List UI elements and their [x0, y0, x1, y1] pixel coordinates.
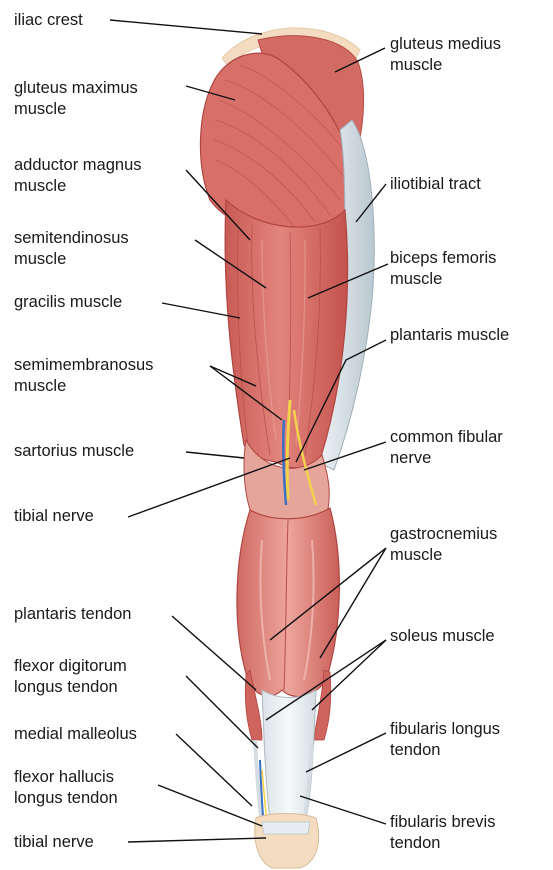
label-semitendinosus: semitendinosus muscle [14, 228, 129, 270]
label-tibial-nerve-upper: tibial nerve [14, 506, 94, 527]
label-gluteus-medius: gluteus medius muscle [390, 34, 501, 76]
gastrocnemius-shape [237, 508, 339, 697]
label-gluteus-maximus: gluteus maximus muscle [14, 78, 138, 120]
label-medial-malleolus: medial malleolus [14, 724, 137, 745]
label-gracilis: gracilis muscle [14, 292, 122, 313]
label-adductor-magnus: adductor magnus muscle [14, 155, 142, 197]
label-fibularis-brevis: fibularis brevis tendon [390, 812, 495, 854]
label-flexor-hallucis: flexor hallucis longus tendon [14, 767, 118, 809]
label-iliotibial-tract: iliotibial tract [390, 174, 481, 195]
thigh-shape [225, 200, 347, 468]
label-sartorius: sartorius muscle [14, 441, 134, 462]
label-fibularis-longus: fibularis longus tendon [390, 719, 500, 761]
label-biceps-femoris: biceps femoris muscle [390, 248, 496, 290]
label-semimembranosus: semimembranosus muscle [14, 355, 153, 397]
label-soleus: soleus muscle [390, 626, 495, 647]
label-plantaris-tendon: plantaris tendon [14, 604, 131, 625]
label-tibial-nerve-lower: tibial nerve [14, 832, 94, 853]
label-gastrocnemius: gastrocnemius muscle [390, 524, 497, 566]
label-common-fibular-nerve: common fibular nerve [390, 427, 503, 469]
label-plantaris-muscle: plantaris muscle [390, 325, 509, 346]
label-iliac-crest: iliac crest [14, 10, 83, 31]
label-flexor-digitorum: flexor digitorum longus tendon [14, 656, 127, 698]
